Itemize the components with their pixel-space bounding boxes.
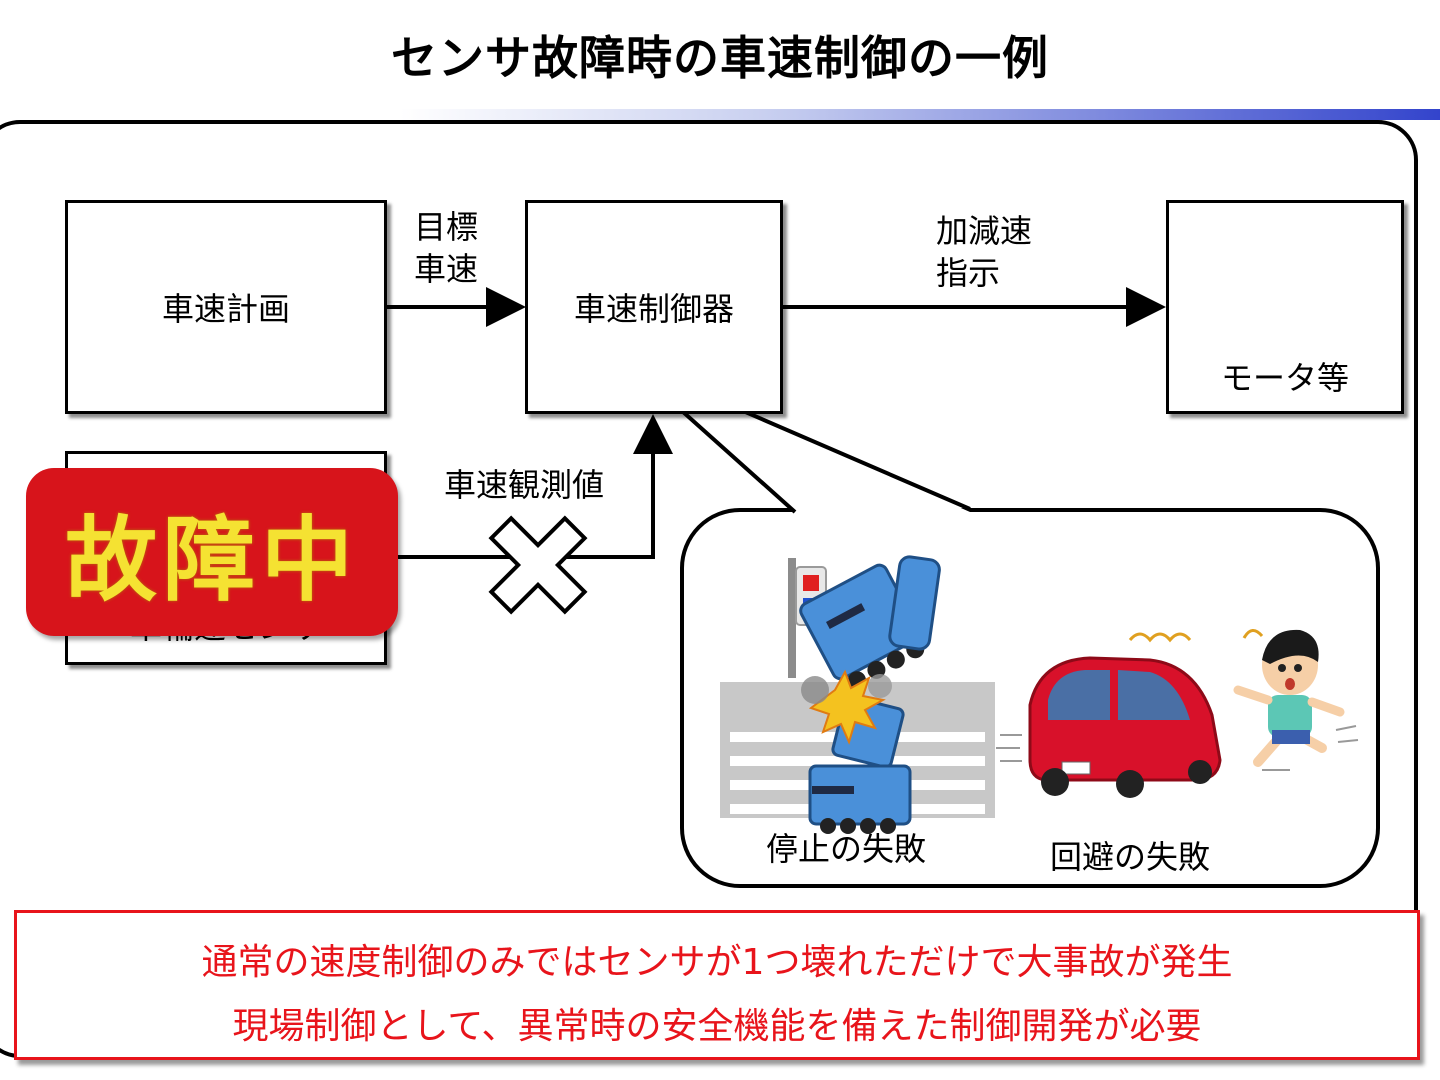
accel-command-label: 加減速 指示 xyxy=(936,210,1032,294)
speed-controller-box: 車速制御器 xyxy=(525,200,783,414)
target-speed-label-line2: 車速 xyxy=(414,250,479,288)
speed-plan-box: 車速計画 xyxy=(65,200,387,414)
target-speed-label-line1: 目標 xyxy=(414,208,479,246)
observed-speed-arrow xyxy=(386,414,673,559)
motor-label: モータ等 xyxy=(1220,359,1349,397)
stop-failure-label: 停止の失敗 xyxy=(766,830,927,868)
conclusion-line-2: 現場制御として、異常時の安全機能を備えた制御開発が必要 xyxy=(232,1006,1202,1047)
accel-command-label-line2: 指示 xyxy=(936,254,1001,292)
conclusion-box: 通常の速度制御のみではセンサが1つ壊れただけで大事故が発生 現場制御として、異常… xyxy=(14,910,1420,1060)
fault-stamp: 故障中 xyxy=(26,468,398,636)
observed-speed-label: 車速観測値 xyxy=(444,466,605,504)
fault-stamp-text: 故障中 xyxy=(64,506,359,614)
car-icon xyxy=(996,632,1222,798)
page-title: センサ故障時の車速制御の一例 xyxy=(391,31,1049,85)
conclusion-line-1: 通常の速度制御のみではセンサが1つ壊れただけで大事故が発生 xyxy=(201,942,1233,983)
target-speed-label: 目標 車速 xyxy=(414,206,478,290)
motor-box: モータ等 xyxy=(1166,200,1404,414)
avoid-failure-label: 回避の失敗 xyxy=(1050,838,1211,876)
robot-crash-icon xyxy=(799,555,941,834)
crossed-out-icon xyxy=(488,515,588,615)
accel-command-label-line1: 加減速 xyxy=(936,212,1033,250)
title-underline xyxy=(400,109,1440,120)
running-boy-icon xyxy=(1233,629,1359,771)
